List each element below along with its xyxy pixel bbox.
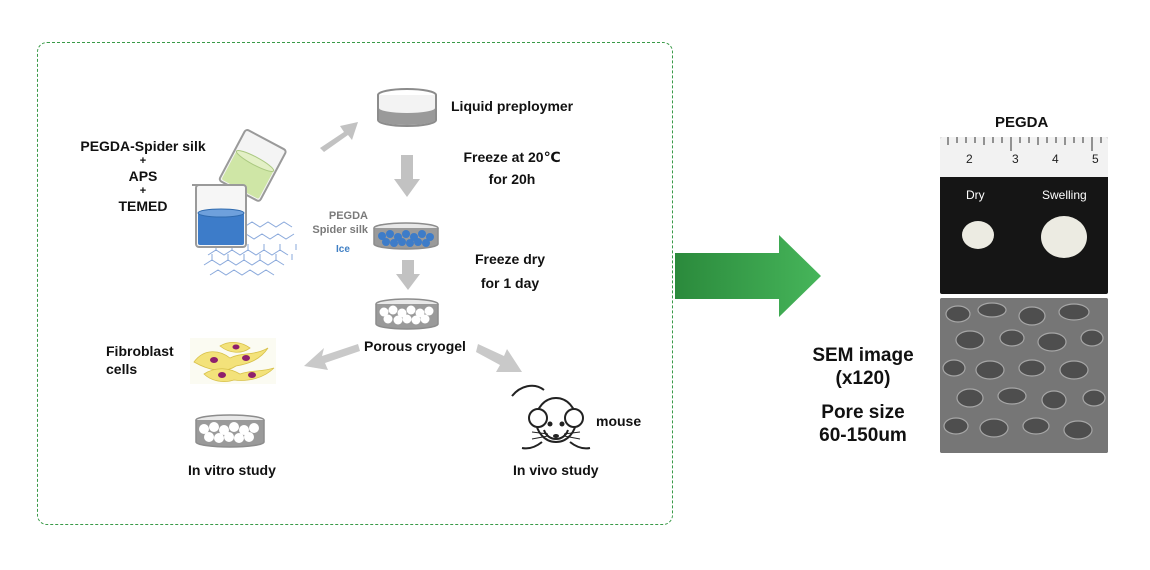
result-arrow (675, 235, 821, 317)
sample-photo: 2 3 4 5 Dry Swelling (940, 137, 1108, 294)
dry-label: Dry (966, 188, 985, 202)
dry-sample (962, 221, 994, 249)
arrow-to-in-vivo (476, 344, 522, 372)
ingredient-temed: TEMED (118, 198, 168, 214)
beaker-icon (192, 129, 297, 276)
down-arrow (394, 155, 420, 197)
in-vitro-dish-icon (195, 414, 265, 448)
mouse-label: mouse (596, 413, 642, 429)
fibroblast-label: Fibroblast cells (106, 343, 174, 377)
ingredient-pegda-silk: PEGDA-Spider silk (80, 138, 206, 154)
plus-sign: + (139, 155, 147, 167)
frozen-dish-icon (373, 222, 439, 250)
mouse-icon (511, 384, 591, 450)
arrow-to-liquid (320, 122, 358, 152)
down-arrow (396, 260, 420, 290)
petri-dish-icon (377, 88, 437, 127)
swelling-sample (1041, 216, 1087, 258)
workflow-panel (37, 42, 673, 525)
ruler-icon: 2 3 4 5 Dry Swelling (940, 137, 1108, 258)
freeze-label: Freeze at 20℃ for 20h (463, 149, 561, 187)
liquid-preploymer-label: Liquid preploymer (451, 98, 574, 114)
cells-icon (190, 338, 276, 384)
ruler-number: 2 (966, 152, 973, 166)
ingredient-aps: APS (128, 168, 158, 184)
swelling-label: Swelling (1042, 188, 1087, 202)
freeze-dry-label: Freeze dry for 1 day (474, 251, 546, 291)
ice-label: Ice (336, 244, 350, 255)
porous-cryogel-label: Porous cryogel (364, 338, 466, 354)
in-vivo-study-label: In vivo study (513, 462, 599, 478)
arrow-to-in-vitro (304, 344, 360, 370)
ruler-number: 4 (1052, 152, 1059, 166)
ingredients-label: PEGDA-Spider silk + APS + TEMED (78, 137, 208, 215)
plus-sign: + (139, 185, 147, 197)
sem-image-label: SEM image (x120) (812, 345, 914, 389)
ruler-number: 5 (1092, 152, 1099, 166)
in-vitro-study-label: In vitro study (188, 462, 276, 478)
sem-image (940, 298, 1108, 453)
pegda-title: PEGDA (995, 114, 1049, 131)
pore-size-label: Pore size 60-150um (819, 402, 907, 446)
cryogel-dish-icon (375, 298, 439, 330)
ruler-number: 3 (1012, 152, 1019, 166)
dish-component-label: PEGDA Spider silk (312, 210, 368, 236)
